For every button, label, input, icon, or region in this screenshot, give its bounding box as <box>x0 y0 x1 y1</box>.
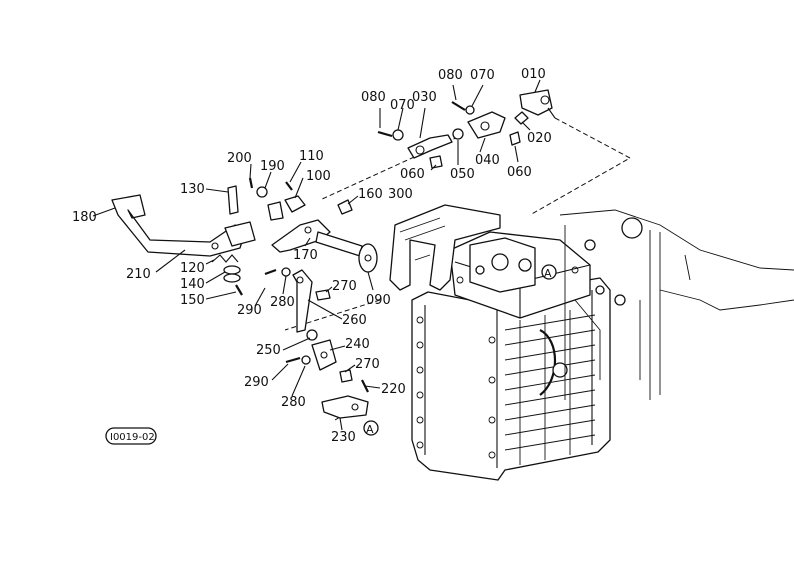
part-label-130: 130 <box>180 182 205 197</box>
part-label-070a: 070 <box>390 98 415 113</box>
part-label-280b: 280 <box>281 395 306 410</box>
part-label-020: 020 <box>527 131 552 146</box>
part-label-090: 090 <box>366 293 391 308</box>
part-label-080a: 080 <box>361 90 386 105</box>
part-label-180: 180 <box>72 210 97 225</box>
top-cover <box>449 231 591 319</box>
part-label-250: 250 <box>256 343 281 358</box>
washer-190 <box>256 186 268 198</box>
bushing <box>267 201 284 221</box>
part-label-040: 040 <box>475 153 500 168</box>
part-label-060a: 060 <box>400 167 425 182</box>
drawing-code-tag: I0019-02 <box>105 427 157 445</box>
part-label-230: 230 <box>331 430 356 445</box>
part-label-120: 120 <box>180 261 205 276</box>
rear-housing <box>559 209 794 400</box>
part-label-110: 110 <box>299 149 324 164</box>
pin-130 <box>227 185 239 215</box>
bolt-060a <box>429 155 443 169</box>
part-label-010: 010 <box>521 67 546 82</box>
transmission-housing <box>411 277 611 481</box>
clevis-040 <box>467 111 506 139</box>
shield-plate <box>389 204 501 291</box>
nut-280b <box>301 355 311 365</box>
washer-070b <box>465 105 475 115</box>
spring-120 <box>211 254 239 263</box>
lever-210 <box>111 194 256 257</box>
part-label-300: 300 <box>388 187 413 202</box>
pin-290a <box>264 268 277 276</box>
pin-080b <box>451 101 466 111</box>
view-marker-a-lever: A <box>363 420 379 436</box>
part-label-060b: 060 <box>507 165 532 180</box>
part-label-050: 050 <box>450 167 475 182</box>
washer-140 <box>223 265 241 283</box>
drawing-code: I0019-02 <box>110 432 155 443</box>
shaft-090 <box>315 231 378 273</box>
part-label-220: 220 <box>381 382 406 397</box>
label-leaders <box>92 79 541 431</box>
part-label-150: 150 <box>180 293 205 308</box>
clip-100 <box>284 195 306 213</box>
part-label-200: 200 <box>227 151 252 166</box>
view-marker-a-housing: A <box>541 264 557 280</box>
pin-200 <box>248 177 254 189</box>
part-label-240: 240 <box>345 337 370 352</box>
part-label-210: 210 <box>126 267 151 282</box>
part-label-290b: 290 <box>244 375 269 390</box>
part-labels: 010 020 030 040 050 060 060 070 070 080 … <box>72 67 552 445</box>
part-label-080b: 080 <box>438 68 463 83</box>
part-label-190: 190 <box>260 159 285 174</box>
part-label-270b: 270 <box>355 357 380 372</box>
part-label-290a: 290 <box>237 303 262 318</box>
part-label-100: 100 <box>306 169 331 184</box>
part-label-170: 170 <box>293 248 318 263</box>
part-label-280a: 280 <box>270 295 295 310</box>
part-label-160: 160 <box>358 187 383 202</box>
view-marker-label: A <box>366 423 374 436</box>
bracket-010 <box>519 89 556 119</box>
part-label-260: 260 <box>342 313 367 328</box>
pin-150 <box>235 284 243 296</box>
lever-230 <box>321 395 369 419</box>
nut-050 <box>452 128 464 140</box>
bolt-270a <box>315 289 331 301</box>
washer-070a <box>392 129 404 141</box>
nut-280a <box>281 267 291 277</box>
pin-110 <box>285 181 293 191</box>
nut-250 <box>306 329 318 341</box>
rod-030 <box>407 134 453 159</box>
clevis-240 <box>311 339 337 371</box>
pin-080a <box>377 130 393 138</box>
part-label-140: 140 <box>180 277 205 292</box>
pin-290b <box>285 356 301 364</box>
part-label-030: 030 <box>412 90 437 105</box>
rod-260 <box>292 269 313 333</box>
view-marker-label: A <box>544 267 552 280</box>
part-label-070b: 070 <box>470 68 495 83</box>
bolt-060b <box>509 131 521 146</box>
part-label-270a: 270 <box>332 279 357 294</box>
bolt-020 <box>514 111 529 125</box>
